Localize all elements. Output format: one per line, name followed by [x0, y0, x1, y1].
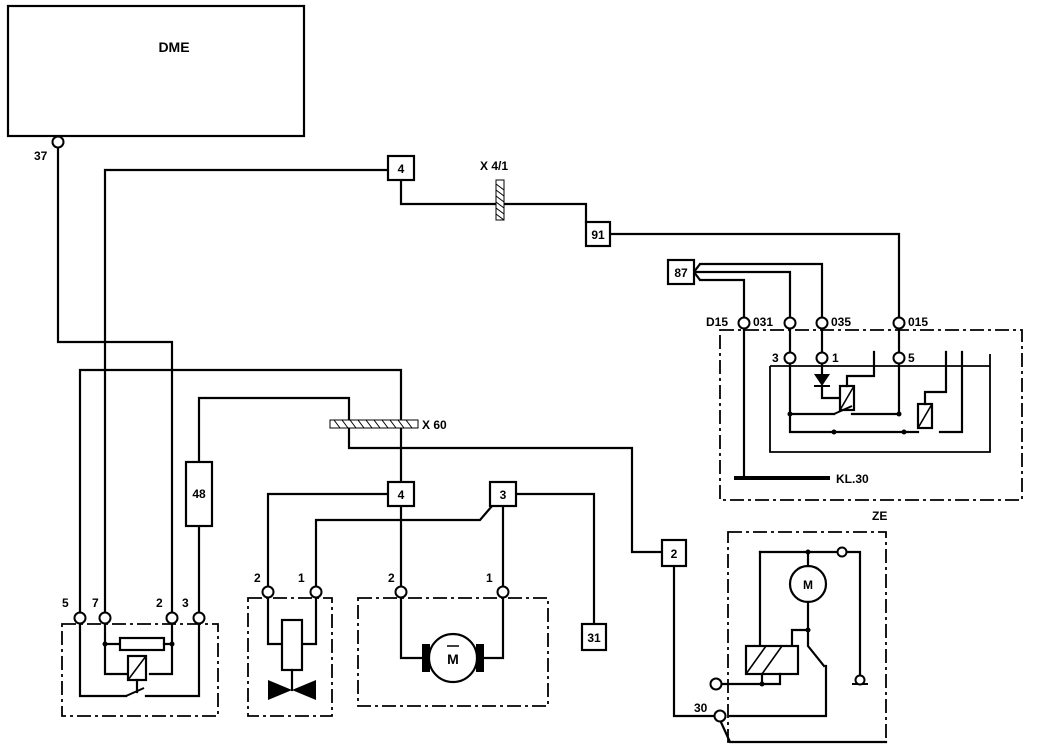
resistor-48: [184, 460, 214, 528]
relay-pin-d15: [737, 316, 751, 330]
connector-87-label: 87: [674, 266, 688, 280]
kl30-label: KL.30: [836, 472, 869, 486]
connector-4-top-label: 4: [398, 162, 405, 176]
valve-icon: [268, 680, 292, 700]
motor-module-box: [357, 597, 549, 707]
motor-pin-1-label: 1: [486, 571, 493, 585]
ze-pin-30-label: 30: [694, 701, 708, 715]
connector-91-label: 91: [591, 228, 605, 242]
valve-pin-1: [309, 585, 323, 599]
connector-3-mid-label: 3: [500, 488, 507, 502]
valve-pin-2: [261, 585, 275, 599]
relay-pin-3-label: 3: [772, 351, 779, 365]
ze-module-box: [727, 531, 887, 743]
sensor-pin-2-label: 2: [156, 596, 163, 610]
valve-pin-1-label: 1: [298, 571, 305, 585]
pump-motor-label: M: [447, 651, 459, 667]
ze-terminal-top: [836, 546, 848, 558]
valve-module-box: [247, 597, 333, 717]
resistor-48-label: 48: [192, 487, 206, 501]
wire-harness: [56, 146, 901, 718]
relay-pin-035-label: 035: [831, 315, 851, 329]
relay-pin-1: [815, 351, 829, 365]
sensor-pin-3: [192, 611, 206, 625]
sensor-pin-5: [73, 611, 87, 625]
relay-pin-015: [892, 316, 906, 330]
sensor-internals: [78, 622, 201, 698]
connector-3-mid: [488, 480, 518, 508]
ground-31-label: 31: [587, 631, 601, 645]
ze-terminal-ground: [854, 674, 866, 686]
motor-internals: [399, 596, 505, 684]
connector-2: [660, 538, 688, 568]
sensor-module-box: [61, 623, 219, 717]
ze-terminal-left: [709, 677, 723, 691]
relay-pin-031-label: 031: [753, 315, 773, 329]
motor-pin-1: [496, 585, 510, 599]
sensor-pin-5-label: 5: [62, 596, 69, 610]
dme-pin-37-label: 37: [34, 149, 48, 163]
relay-pin-035: [815, 316, 829, 330]
motor-pin-2: [394, 585, 408, 599]
ground-31: [580, 622, 608, 652]
relay-pin-3: [783, 351, 797, 365]
relay-pin-031: [783, 316, 797, 330]
connector-4-mid-label: 4: [398, 488, 405, 502]
valve-internals: [266, 596, 318, 700]
connector-x41-hatch: [495, 183, 505, 221]
relay-pin-d15-label: D15: [706, 315, 728, 329]
connector-x60-hatch: [333, 419, 413, 429]
diode-icon: [814, 374, 830, 386]
connector-x41-label: X 4/1: [480, 159, 508, 173]
valve-solenoid: [280, 618, 304, 672]
connector-91: [584, 220, 612, 248]
sensor-pin-2: [165, 611, 179, 625]
relay-module-box: [719, 329, 1023, 501]
sensor-pin-7: [98, 611, 112, 625]
relay-pin-5: [892, 351, 906, 365]
relay-pin-015-label: 015: [908, 315, 928, 329]
ze-internals: [718, 549, 888, 744]
valve-pin-2-label: 2: [254, 571, 261, 585]
ze-label: ZE: [872, 509, 887, 523]
relay-pin-5-label: 5: [908, 351, 915, 365]
ze-motor-label: M: [803, 578, 813, 592]
connector-4-top: [386, 154, 416, 182]
pump-motor-icon: [427, 632, 479, 684]
sensor-pin-3-label: 3: [182, 596, 189, 610]
motor-pin-2-label: 2: [388, 571, 395, 585]
ze-pin-30: [713, 709, 727, 723]
sensor-pin-7-label: 7: [92, 596, 99, 610]
connector-x41: [495, 179, 505, 221]
connector-x60-label: X 60: [422, 418, 447, 432]
dme-label: DME: [158, 39, 189, 55]
connector-4-mid: [386, 480, 416, 508]
relay-module-internals: [734, 327, 991, 480]
dme-pin-37: [51, 135, 65, 149]
connector-87: [666, 258, 696, 286]
relay-pin-1-label: 1: [832, 351, 839, 365]
dme-control-unit: DME: [6, 4, 306, 138]
connector-2-label: 2: [671, 547, 678, 561]
